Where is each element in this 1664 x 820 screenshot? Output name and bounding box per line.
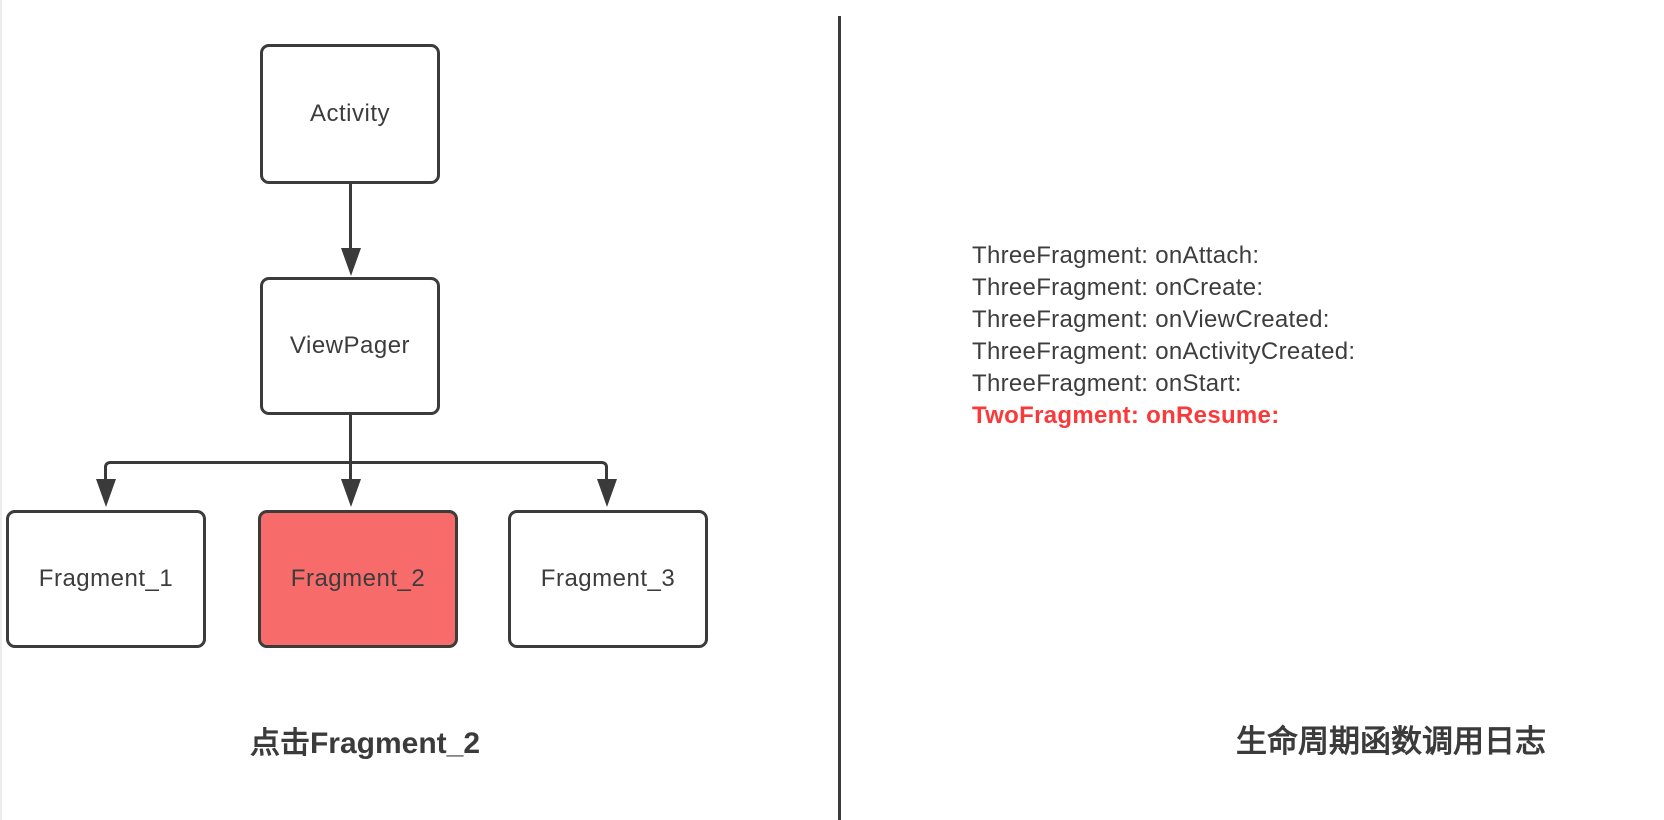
page-edge-line bbox=[0, 0, 2, 820]
connector-activity-viewpager bbox=[349, 184, 352, 250]
node-fragment-2: Fragment_2 bbox=[258, 510, 458, 648]
branch-connector-right bbox=[352, 461, 608, 481]
node-fragment-3-label: Fragment_3 bbox=[540, 565, 676, 592]
arrow-down-icon bbox=[341, 248, 361, 276]
node-fragment-1-label: Fragment_1 bbox=[38, 565, 174, 592]
node-fragment-2-label: Fragment_2 bbox=[290, 565, 426, 592]
node-viewpager-label: ViewPager bbox=[289, 332, 411, 359]
log-line: ThreeFragment: onActivityCreated: bbox=[972, 338, 1356, 365]
arrow-down-icon bbox=[96, 479, 116, 507]
log-line-highlighted: TwoFragment: onResume: bbox=[972, 402, 1280, 429]
connector-viewpager-branch bbox=[349, 415, 352, 481]
log-line: ThreeFragment: onViewCreated: bbox=[972, 306, 1330, 333]
log-line: ThreeFragment: onCreate: bbox=[972, 274, 1264, 301]
arrow-down-icon bbox=[341, 479, 361, 507]
node-activity: Activity bbox=[260, 44, 440, 184]
node-fragment-1: Fragment_1 bbox=[6, 510, 206, 648]
branch-connector-left bbox=[104, 461, 352, 481]
log-line: ThreeFragment: onAttach: bbox=[972, 242, 1260, 269]
log-caption: 生命周期函数调用日志 bbox=[1236, 724, 1546, 759]
node-activity-label: Activity bbox=[309, 100, 390, 127]
arrow-down-icon bbox=[597, 479, 617, 507]
diagram-caption: 点击Fragment_2 bbox=[249, 727, 481, 760]
log-block: ThreeFragment: onAttach: ThreeFragment: … bbox=[972, 240, 1355, 432]
node-viewpager: ViewPager bbox=[260, 277, 440, 415]
panel-divider bbox=[838, 16, 841, 820]
log-line: ThreeFragment: onStart: bbox=[972, 370, 1242, 397]
node-fragment-3: Fragment_3 bbox=[508, 510, 708, 648]
